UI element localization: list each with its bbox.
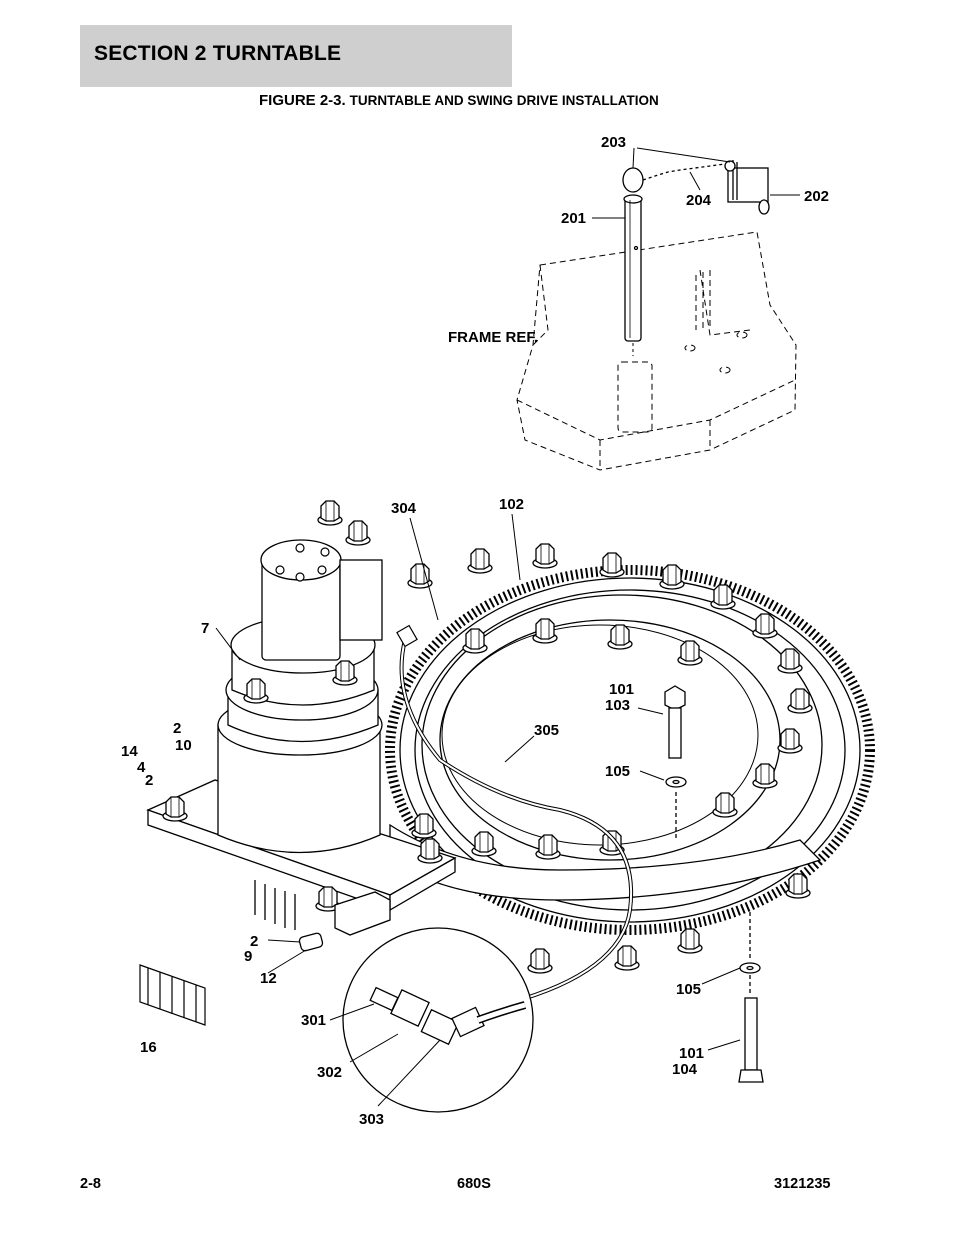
callout-305: 305 bbox=[534, 722, 559, 739]
callout-12: 12 bbox=[260, 970, 277, 987]
swing-drive bbox=[217, 539, 383, 854]
model-number: 680S bbox=[457, 1176, 491, 1192]
figure-label: FIGURE 2-3. bbox=[259, 92, 346, 109]
callout-203: 203 bbox=[601, 134, 626, 151]
pin-assembly bbox=[622, 160, 770, 342]
callout-304: 304 bbox=[391, 500, 417, 517]
fitting-detail bbox=[369, 986, 527, 1046]
callout-7: 7 bbox=[201, 620, 209, 637]
figure-title: FIGURE 2-3. TURNTABLE AND SWING DRIVE IN… bbox=[259, 92, 659, 109]
page-number: 2-8 bbox=[80, 1176, 101, 1192]
callout-102: 102 bbox=[499, 496, 524, 513]
callout-14: 14 bbox=[121, 743, 138, 760]
callout-frame-ref: FRAME REF. bbox=[448, 329, 538, 346]
callout-301: 301 bbox=[301, 1012, 326, 1029]
bearing-ring bbox=[385, 565, 875, 935]
callout-4: 4 bbox=[137, 759, 146, 776]
callout-2-a: 2 bbox=[173, 720, 181, 737]
drive-ports bbox=[275, 543, 330, 582]
callout-9: 9 bbox=[244, 948, 252, 965]
callout-303: 303 bbox=[359, 1111, 384, 1128]
callout-105-upper: 105 bbox=[605, 763, 630, 780]
bracket bbox=[298, 891, 391, 952]
callout-104: 104 bbox=[672, 1061, 698, 1078]
upper-bolt bbox=[664, 685, 687, 838]
figure-caption: TURNTABLE AND SWING DRIVE INSTALLATION bbox=[349, 93, 659, 108]
section-banner: SECTION 2 TURNTABLE bbox=[80, 25, 512, 87]
callout-2-b: 2 bbox=[145, 772, 153, 789]
callout-10: 10 bbox=[175, 737, 192, 754]
callout-101-lower: 101 bbox=[679, 1045, 704, 1062]
callout-204: 204 bbox=[686, 192, 712, 209]
callout-16: 16 bbox=[140, 1039, 157, 1056]
frame-reference bbox=[516, 231, 797, 471]
section-title: SECTION 2 TURNTABLE bbox=[94, 42, 342, 65]
callout-103: 103 bbox=[605, 697, 630, 714]
outer-bolts bbox=[407, 543, 813, 974]
shim bbox=[139, 964, 206, 1026]
leader-lines bbox=[215, 147, 800, 1107]
callout-201: 201 bbox=[561, 210, 586, 227]
lower-bolt bbox=[738, 912, 764, 1083]
callout-302: 302 bbox=[317, 1064, 342, 1081]
callout-202: 202 bbox=[804, 188, 829, 205]
callout-2-c: 2 bbox=[250, 933, 258, 950]
callout-101-upper: 101 bbox=[609, 681, 634, 698]
callout-105-lower: 105 bbox=[676, 981, 701, 998]
document-number: 3121235 bbox=[774, 1176, 831, 1192]
